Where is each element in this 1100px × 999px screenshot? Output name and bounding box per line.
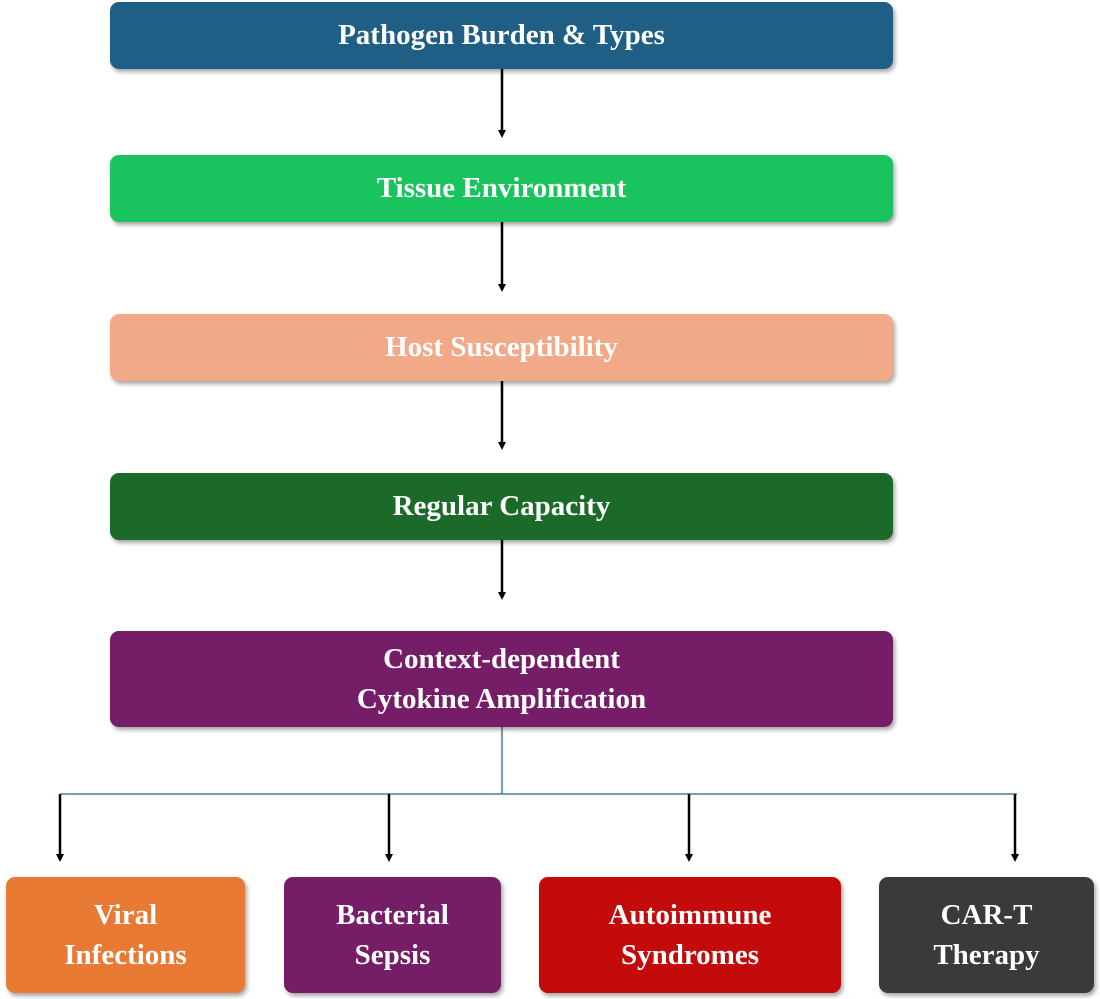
node-tissue-environment: Tissue Environment xyxy=(110,155,893,222)
outcome-viral-infections: Viral Infections xyxy=(6,877,245,993)
outcome-bacterial-sepsis-label: Bacterial Sepsis xyxy=(336,899,449,971)
outcome-car-t-therapy: CAR-T Therapy xyxy=(879,877,1094,993)
outcome-autoimmune-syndromes: Autoimmune Syndromes xyxy=(539,877,841,993)
node-cytokine-amplification: Context-dependent Cytokine Amplification xyxy=(110,631,893,727)
node-regular-capacity: Regular Capacity xyxy=(110,473,893,540)
node-pathogen-burden: Pathogen Burden & Types xyxy=(110,2,893,69)
outcome-autoimmune-syndromes-label: Autoimmune Syndromes xyxy=(608,899,772,971)
outcome-car-t-therapy-label: CAR-T Therapy xyxy=(933,899,1040,971)
node-tissue-environment-label: Tissue Environment xyxy=(376,172,627,204)
node-regular-capacity-label: Regular Capacity xyxy=(392,490,611,522)
node-pathogen-burden-label: Pathogen Burden & Types xyxy=(338,19,665,51)
outcome-bacterial-sepsis: Bacterial Sepsis xyxy=(284,877,501,993)
node-host-susceptibility-label: Host Susceptibility xyxy=(385,331,618,363)
outcome-viral-infections-label: Viral Infections xyxy=(64,899,187,971)
node-cytokine-amplification-label: Context-dependent Cytokine Amplification xyxy=(356,643,647,715)
node-host-susceptibility: Host Susceptibility xyxy=(110,314,893,381)
